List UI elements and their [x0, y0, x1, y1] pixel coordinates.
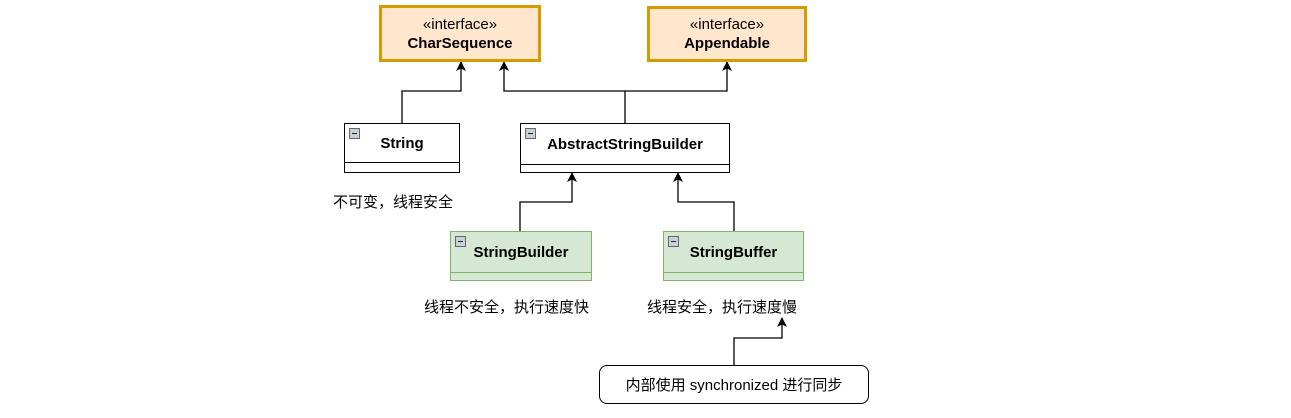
appendable-name: Appendable — [684, 35, 770, 52]
charsequence-name: CharSequence — [407, 34, 513, 52]
string-builder-description: 线程不安全，执行速度快 — [424, 299, 590, 316]
edge-asb-to-appendable — [625, 61, 732, 92]
string-description: 不可变，线程安全 — [333, 194, 454, 211]
minus-square-icon[interactable] — [525, 128, 536, 139]
class-divider — [664, 272, 803, 273]
string-buffer-class[interactable]: StringBuffer — [663, 231, 804, 281]
class-divider — [521, 164, 729, 165]
charsequence-interface[interactable]: «interface» CharSequence — [379, 5, 541, 62]
edge-note-to-buffer-desc — [733, 317, 787, 365]
edge-string-to-charsequence — [401, 61, 466, 123]
class-divider — [345, 162, 459, 163]
string-builder-class[interactable]: StringBuilder — [450, 231, 592, 281]
abstract-string-builder-class[interactable]: AbstractStringBuilder — [520, 123, 730, 173]
string-buffer-name: StringBuffer — [689, 243, 778, 261]
string-builder-name: StringBuilder — [473, 243, 569, 261]
string-buffer-description: 线程安全，执行速度慢 — [647, 299, 798, 316]
edge-builder-to-asb — [519, 172, 577, 231]
charsequence-stereotype: «interface» — [422, 15, 498, 33]
class-divider — [451, 272, 591, 273]
minus-square-icon[interactable] — [455, 236, 466, 247]
minus-square-icon[interactable] — [668, 236, 679, 247]
edge-buffer-to-asb — [673, 172, 735, 231]
abstract-string-builder-name: AbstractStringBuilder — [547, 135, 703, 153]
string-class[interactable]: String — [344, 123, 460, 173]
minus-square-icon[interactable] — [349, 128, 360, 139]
appendable-stereotype: «interface» — [689, 16, 765, 33]
string-class-name: String — [380, 134, 424, 152]
synchronized-note[interactable]: 内部使用 synchronized 进行同步 — [599, 365, 869, 404]
edge-asb-to-charsequence — [499, 61, 626, 123]
appendable-interface[interactable]: «interface» Appendable — [647, 6, 807, 62]
